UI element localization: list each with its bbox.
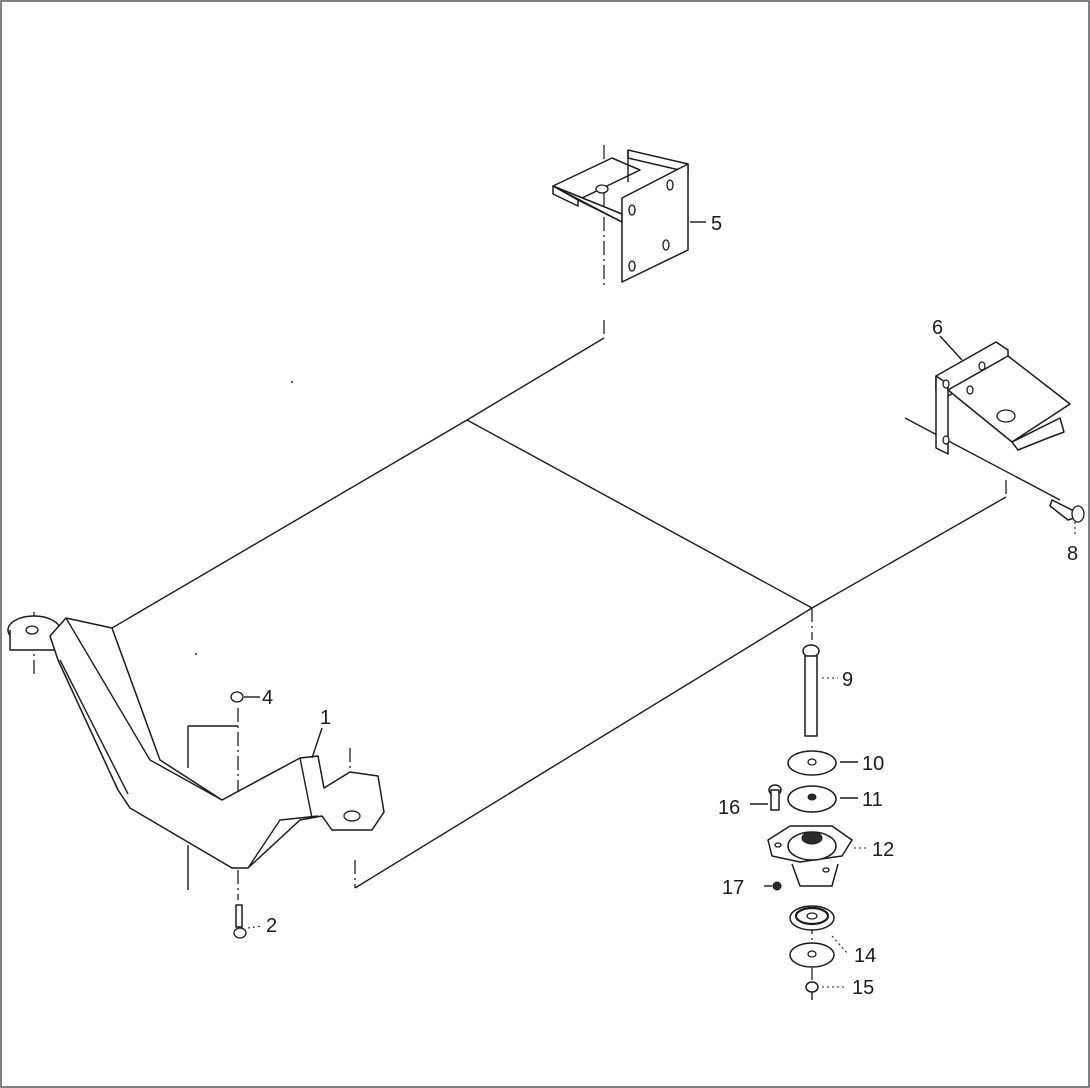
washer-14 — [789, 935, 849, 968]
callout-12: 12 — [872, 839, 894, 861]
screw-8 — [1049, 499, 1085, 536]
callout-17: 17 — [722, 877, 744, 899]
callout-8: 8 — [1067, 543, 1078, 565]
bolt-17 — [764, 881, 782, 891]
callout-16: 16 — [718, 797, 740, 819]
callout-10: 10 — [862, 753, 884, 775]
speck — [195, 653, 197, 655]
assembly-lines — [33, 145, 1061, 980]
bolt-9 — [802, 644, 838, 737]
speck — [291, 381, 293, 383]
screw-16 — [750, 784, 782, 811]
mount-12 — [767, 825, 868, 887]
washer-11 — [787, 785, 858, 813]
callout-4: 4 — [262, 687, 273, 709]
callout-1: 1 — [320, 707, 331, 729]
washer-10 — [787, 750, 858, 776]
bracket-6 — [935, 341, 1071, 455]
nut-15 — [805, 981, 846, 1000]
callout-6: 6 — [932, 317, 943, 339]
callout-11: 11 — [862, 789, 883, 811]
callout-5: 5 — [711, 213, 722, 235]
nut-4 — [230, 691, 260, 703]
callout-2: 2 — [266, 915, 277, 937]
callout-15: 15 — [852, 977, 874, 999]
leader-lines — [311, 221, 963, 759]
callout-labels: 1 2 4 5 6 8 9 10 11 12 14 15 16 17 — [262, 213, 1078, 999]
rubber-cushion — [789, 905, 835, 931]
frame-1 — [7, 615, 385, 869]
callout-9: 9 — [842, 669, 853, 691]
bolt-2 — [233, 904, 263, 939]
bracket-5 — [552, 149, 689, 283]
callout-14: 14 — [854, 945, 876, 967]
